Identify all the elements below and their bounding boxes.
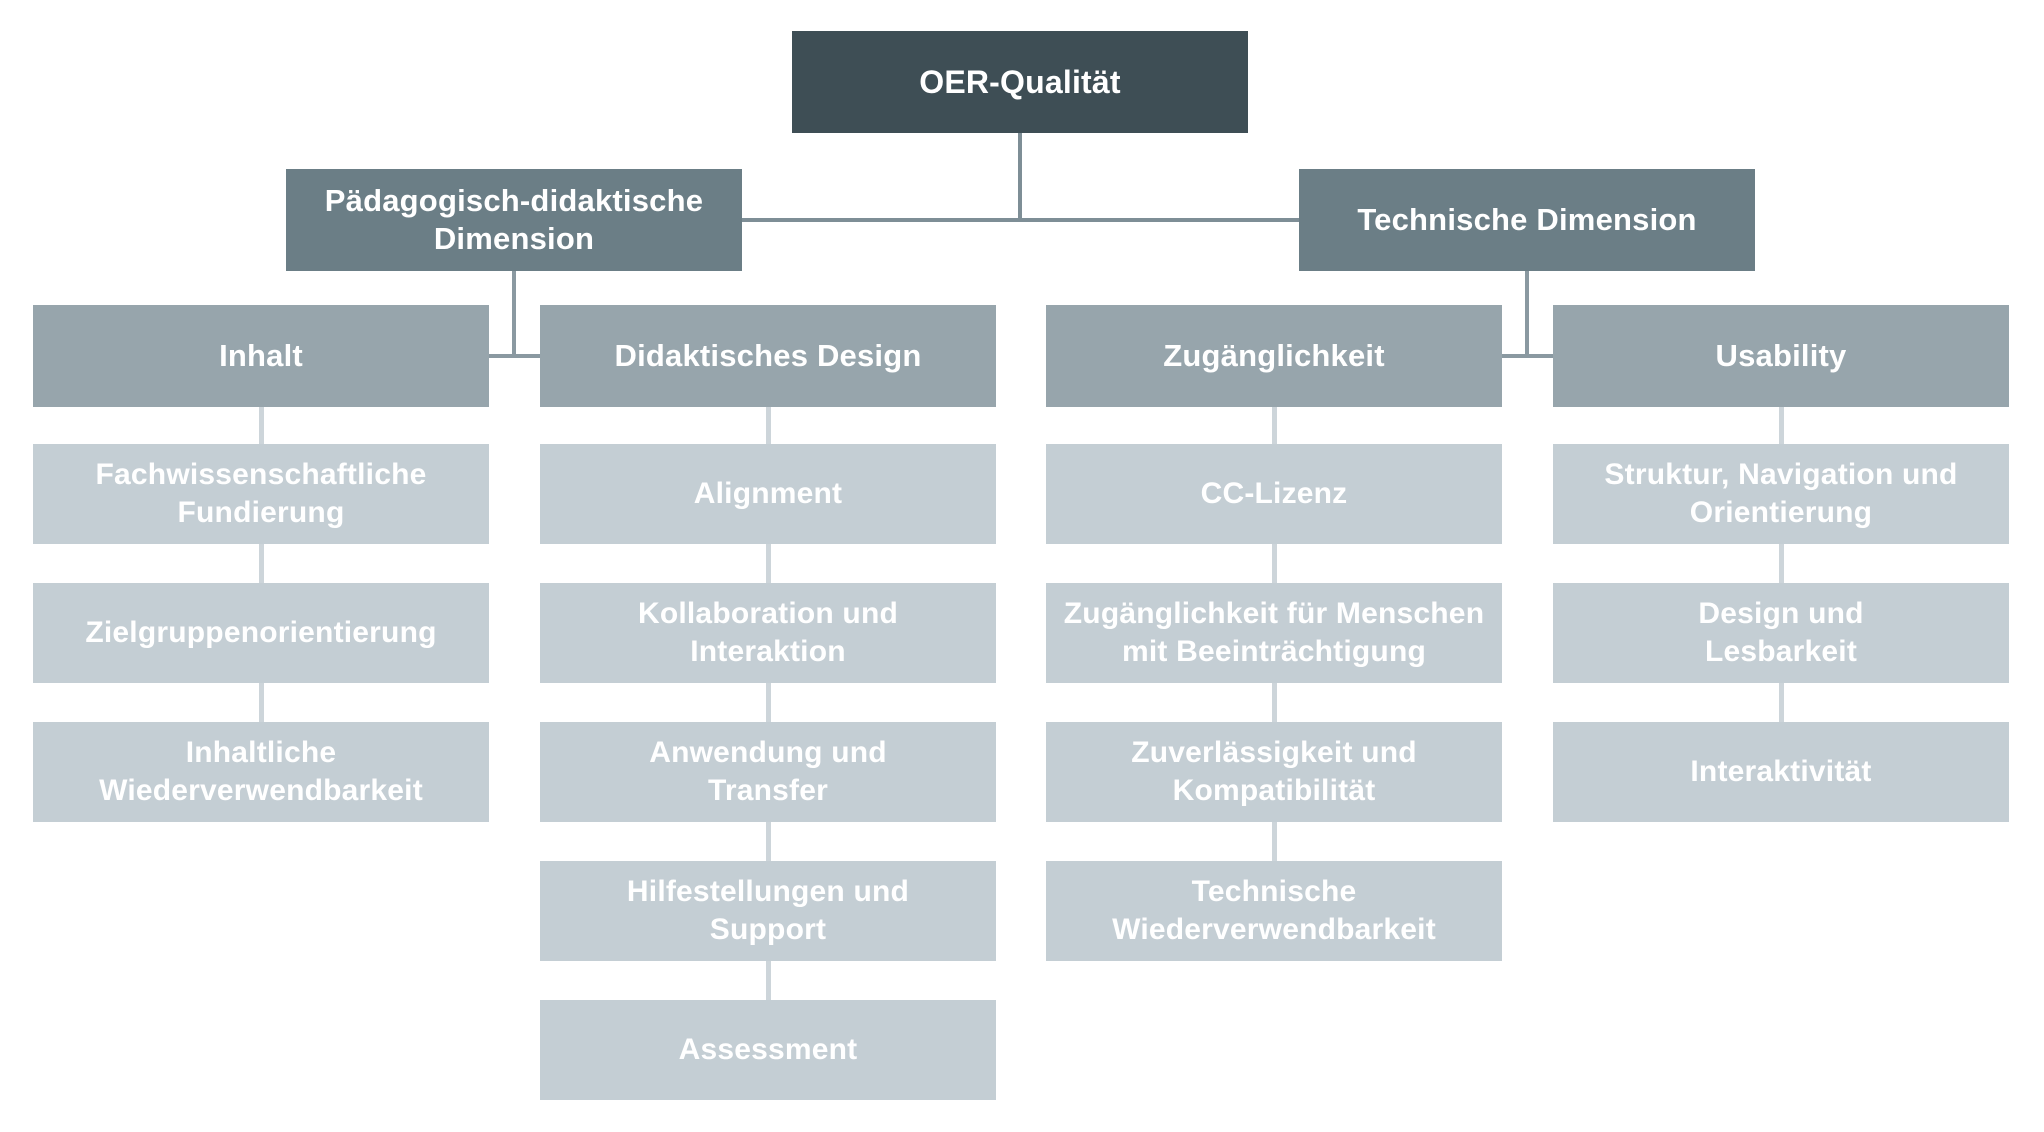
item-node-cc-lizenz: CC-Lizenz — [1046, 444, 1502, 544]
connector-technisch-vertical — [1525, 271, 1529, 358]
item-node-inhaltliche-wiederverwendbarkeit: Inhaltliche Wiederverwendbarkeit — [33, 722, 489, 822]
category-header-zugaenglichkeit: Zugänglichkeit — [1046, 305, 1502, 407]
item-node-zielgruppenorientierung: Zielgruppenorientierung — [33, 583, 489, 683]
connector-item-stub — [259, 407, 264, 444]
connector-item-stub — [259, 683, 264, 722]
item-node-zuverlaessigkeit-und-kompatibilitaet: Zuverlässigkeit und Kompatibilität — [1046, 722, 1502, 822]
connector-paedagogisch-vertical — [512, 271, 516, 358]
connector-item-stub — [1779, 544, 1784, 583]
connector-item-stub — [259, 544, 264, 583]
item-node-alignment: Alignment — [540, 444, 996, 544]
connector-item-stub — [766, 407, 771, 444]
connector-item-stub — [1779, 683, 1784, 722]
dimension-node-paedagogisch-didaktisch: Pädagogisch-didaktische Dimension — [286, 169, 742, 271]
connector-item-stub — [1272, 407, 1277, 444]
item-node-fachwissenschaftliche-fundierung: Fachwissenschaftliche Fundierung — [33, 444, 489, 544]
connector-item-stub — [1272, 544, 1277, 583]
item-node-struktur-navigation-orientierung: Struktur, Navigation und Orientierung — [1553, 444, 2009, 544]
item-node-anwendung-und-transfer: Anwendung und Transfer — [540, 722, 996, 822]
item-node-interaktivitaet: Interaktivität — [1553, 722, 2009, 822]
connector-root-vertical — [1018, 133, 1022, 220]
connector-main-horizontal — [742, 218, 1299, 222]
connector-item-stub — [766, 822, 771, 861]
root-node-oer-qualitaet: OER-Qualität — [792, 31, 1248, 133]
category-header-inhalt: Inhalt — [33, 305, 489, 407]
item-node-zugaenglichkeit-fuer-menschen: Zugänglichkeit für Menschen mit Beeinträ… — [1046, 583, 1502, 683]
item-node-design-und-lesbarkeit: Design und Lesbarkeit — [1553, 583, 2009, 683]
category-header-didaktisches-design: Didaktisches Design — [540, 305, 996, 407]
item-node-assessment: Assessment — [540, 1000, 996, 1100]
connector-item-stub — [1272, 683, 1277, 722]
item-node-kollaboration-und-interaktion: Kollaboration und Interaktion — [540, 583, 996, 683]
connector-item-stub — [766, 544, 771, 583]
item-node-technische-wiederverwendbarkeit: Technische Wiederverwendbarkeit — [1046, 861, 1502, 961]
category-header-usability: Usability — [1553, 305, 2009, 407]
connector-item-stub — [1779, 407, 1784, 444]
connector-junction-left — [489, 354, 540, 358]
connector-item-stub — [766, 961, 771, 1000]
connector-item-stub — [766, 683, 771, 722]
connector-junction-right — [1502, 354, 1553, 358]
connector-item-stub — [1272, 822, 1277, 861]
item-node-hilfestellungen-und-support: Hilfestellungen und Support — [540, 861, 996, 961]
dimension-node-technisch: Technische Dimension — [1299, 169, 1755, 271]
